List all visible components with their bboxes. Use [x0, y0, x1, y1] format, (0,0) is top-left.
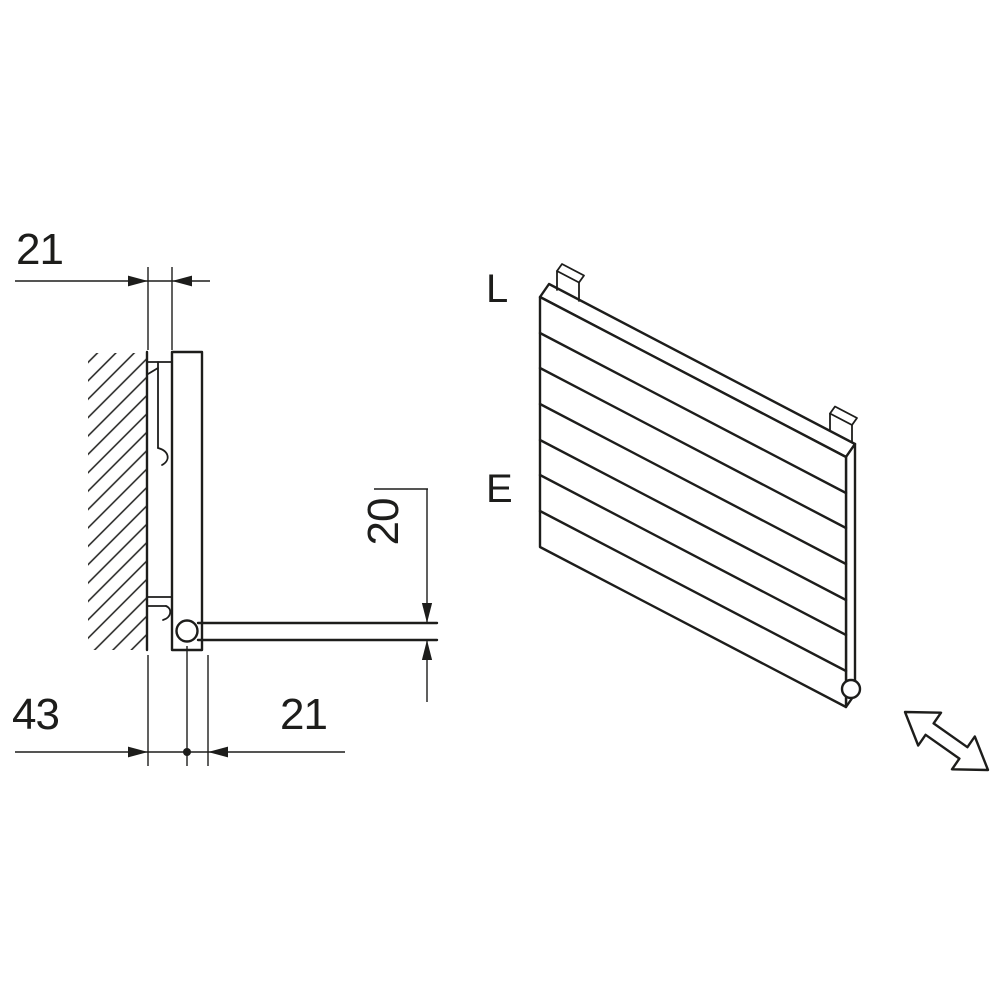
hanging-bracket-right: [829, 405, 858, 444]
slat-line: [538, 366, 848, 530]
dimension-top-wall-to-panel: 21: [15, 225, 210, 350]
dim-value-20: 20: [359, 499, 408, 546]
bracket-tab: [556, 270, 580, 302]
dimension-arrow-icon: [128, 746, 148, 758]
mounting-bracket-top: [147, 361, 173, 466]
bracket-hook: [157, 447, 169, 466]
label-length-L: L: [486, 267, 508, 311]
radiator-body-iso: [538, 263, 862, 709]
label-height-E: E: [486, 467, 513, 511]
dim-value-top-21: 21: [16, 225, 63, 274]
slat-line: [538, 509, 848, 673]
dim-value-bottom-21: 21: [280, 690, 327, 739]
direction-double-arrow-icon: [903, 710, 990, 772]
slat-line: [538, 331, 848, 495]
valve-circle-side: [175, 619, 199, 643]
dimension-bottom: 43 21: [12, 646, 345, 766]
dim-value-43: 43: [12, 690, 59, 739]
bracket-tab: [829, 412, 853, 444]
bracket-tab-depth: [829, 405, 858, 426]
slat-line: [538, 438, 848, 602]
dimension-arrow-icon: [208, 746, 228, 758]
dimension-arrow-icon: [421, 640, 433, 660]
dimension-arrow-icon: [172, 275, 192, 287]
radiator-panel-section: [147, 350, 439, 652]
wall-hatch: [88, 353, 147, 650]
dimension-pipe-spacing: 20: [359, 488, 433, 702]
bracket-line: [147, 367, 159, 375]
dimension-arrow-icon: [128, 275, 148, 287]
valve-circle-iso: [840, 678, 862, 700]
panel-profile: [170, 350, 204, 652]
isometric-view: L E: [486, 263, 990, 772]
bracket-hook: [162, 605, 172, 621]
radiator-front-face: [538, 295, 848, 709]
slat-line: [538, 402, 848, 566]
radiator-end-face: [844, 442, 857, 709]
hanging-bracket-left: [556, 263, 585, 302]
mounting-bracket-bottom: [147, 596, 173, 621]
bracket-tab-depth: [556, 263, 585, 284]
dimension-arrow-icon: [421, 603, 433, 623]
side-view: 21: [12, 225, 439, 766]
slat-line: [538, 473, 848, 637]
wall-section: [88, 350, 149, 652]
